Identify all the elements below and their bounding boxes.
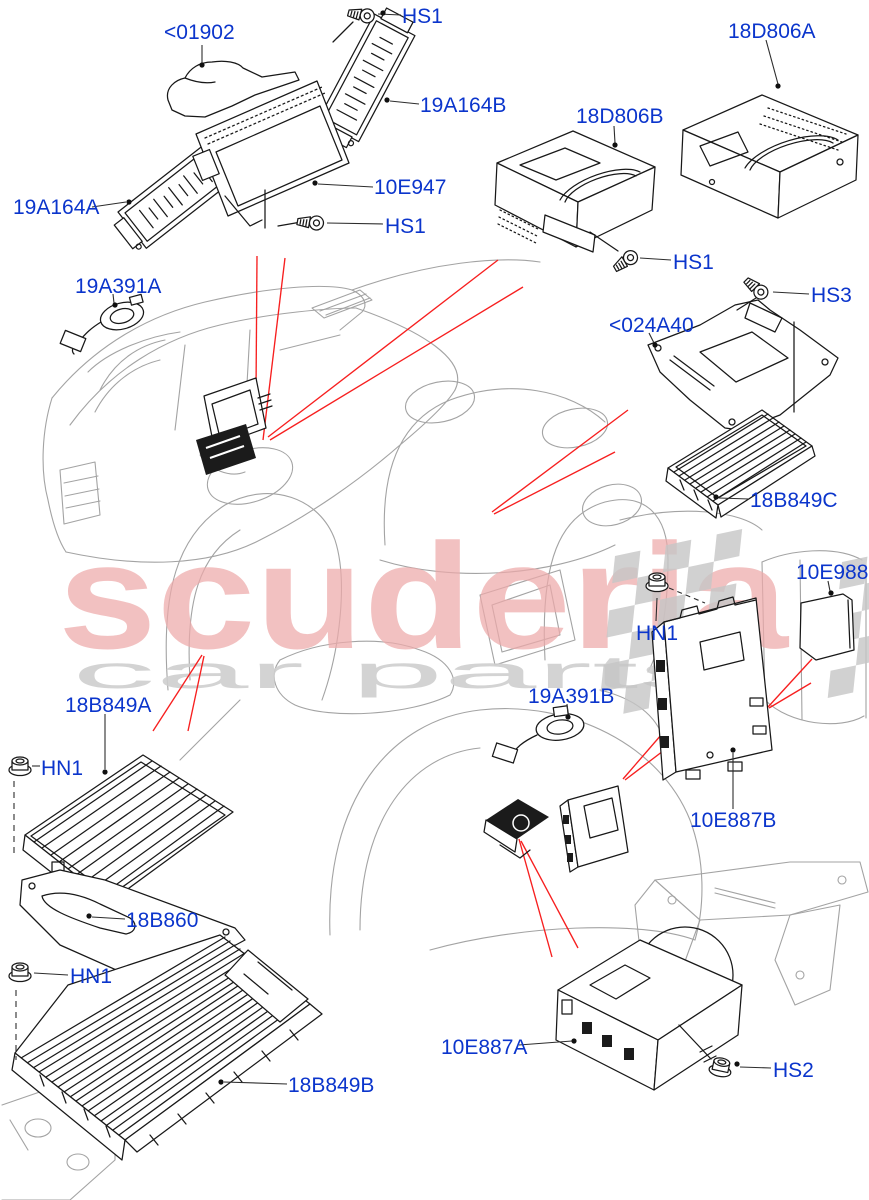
label-18d806b: 18D806B — [576, 105, 664, 128]
part-small-ecu — [559, 785, 629, 873]
part-18D806B-cd-unit — [494, 130, 656, 253]
part-19A391B-microphone — [491, 705, 585, 764]
hn1-nut-center-icon — [645, 572, 669, 593]
label-18b860: 18B860 — [126, 909, 199, 932]
label-10e947: 10E947 — [374, 176, 447, 199]
part-024A40-mounting-plate — [647, 299, 839, 431]
label-18d806a: 18D806A — [728, 20, 816, 43]
label-hn1-left: HN1 — [41, 757, 84, 780]
label-19a391b: 19A391B — [528, 685, 615, 708]
part-10E947-display-unit — [192, 80, 350, 229]
label-01902: <01902 — [164, 21, 235, 44]
hs3-screw-icon — [741, 273, 772, 303]
label-hs3: HS3 — [811, 284, 852, 307]
label-10e887b: 10E887B — [690, 809, 777, 832]
label-hn1-bottom: HN1 — [70, 965, 113, 988]
label-10e988: 10E988 — [796, 561, 869, 584]
hs2-nut-icon — [707, 1055, 735, 1080]
locator-arrows — [152, 255, 813, 958]
label-18b849a: 18B849A — [65, 694, 152, 717]
label-hs2: HS2 — [773, 1059, 814, 1082]
label-hs1-right: HS1 — [673, 251, 714, 274]
hs1-screw-right-icon — [609, 247, 641, 274]
label-024a40: <024A40 — [609, 314, 694, 337]
dashboard-art — [42, 259, 541, 563]
hn1-nut-left-icon — [8, 756, 32, 777]
label-18b849c: 18B849C — [750, 489, 838, 512]
part-19A391A-microphone — [59, 293, 145, 355]
part-01902-bracket — [166, 60, 300, 118]
part-rear-control-unit — [483, 799, 549, 859]
label-19a391a: 19A391A — [75, 275, 162, 298]
part-10E887B-module — [651, 596, 773, 781]
label-18b849b: 18B849B — [288, 1074, 375, 1097]
label-10e887a: 10E887A — [441, 1036, 528, 1059]
part-18D806A-cd-changer — [680, 94, 859, 219]
part-18B849B-amplifier — [11, 934, 323, 1161]
label-hn1-center: HN1 — [636, 622, 679, 645]
hn1-nut-bottom-icon — [8, 962, 32, 983]
hs1-screw-top-icon — [346, 3, 377, 26]
part-dash-screen-stack — [196, 377, 273, 475]
leader-lines — [32, 10, 834, 1085]
label-hs1-top: HS1 — [402, 5, 443, 28]
part-10E887A-unit — [555, 926, 743, 1091]
label-19a164a: 19A164A — [13, 196, 100, 219]
fasteners — [8, 3, 772, 1080]
label-hs1-mid: HS1 — [385, 215, 426, 238]
part-10E988-cover — [799, 593, 855, 661]
hs1-screw-mid-icon — [295, 212, 326, 232]
label-19a164b: 19A164B — [420, 94, 507, 117]
